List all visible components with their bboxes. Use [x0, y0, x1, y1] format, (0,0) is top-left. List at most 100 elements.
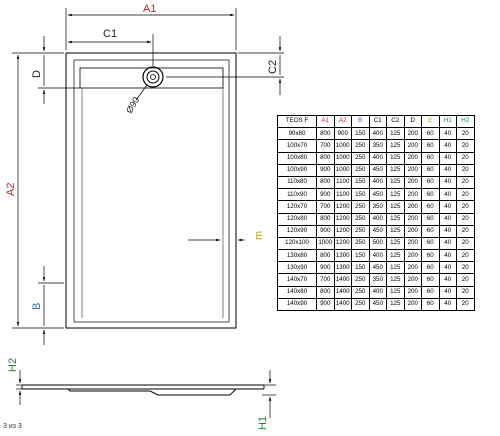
- table-cell: 125: [386, 200, 405, 214]
- table-cell: 40: [438, 224, 457, 238]
- page-indicator: 3 из 3: [3, 423, 22, 430]
- table-cell: 250: [351, 163, 370, 177]
- dimension-b: [38, 266, 64, 345]
- table-cell: 20: [456, 151, 475, 165]
- table-cell: 40: [438, 273, 457, 287]
- table-cell: 40: [438, 175, 457, 190]
- table-cell: 900: [316, 297, 335, 312]
- dimension-h1: [262, 370, 276, 418]
- label-c2: C2: [267, 60, 279, 74]
- table-cell: 40: [438, 127, 457, 141]
- table-cell: 20: [456, 175, 475, 190]
- tray-side-profile: [21, 384, 265, 396]
- table-cell: 1200: [333, 236, 352, 251]
- table-cell: 40: [438, 236, 457, 251]
- table-cell: 20: [456, 188, 475, 202]
- table-cell: 1100: [333, 175, 352, 190]
- header-a1: A1: [316, 114, 335, 129]
- table-cell: 60: [421, 200, 440, 214]
- table-cell: 200: [403, 249, 422, 263]
- table-cell-model: 130x90: [277, 261, 317, 275]
- table-cell: 20: [456, 261, 475, 275]
- table-cell: 125: [386, 127, 405, 141]
- table-cell: 40: [438, 285, 457, 299]
- table-cell: 450: [368, 261, 387, 275]
- table-cell-model: 130x80: [277, 249, 317, 263]
- table-cell-model: 140x80: [277, 285, 317, 299]
- table-cell: 1300: [333, 261, 352, 275]
- table-cell: 60: [421, 175, 440, 190]
- table-cell: 40: [438, 139, 457, 153]
- table-cell: 200: [403, 200, 422, 214]
- table-cell: 450: [368, 188, 387, 202]
- table-cell: 125: [386, 236, 405, 251]
- table-cell: 40: [438, 261, 457, 275]
- table-cell: 150: [351, 188, 370, 202]
- table-cell: 20: [456, 285, 475, 299]
- table-cell: 1000: [333, 151, 352, 165]
- table-cell: 250: [351, 285, 370, 299]
- table-cell: 200: [403, 175, 422, 190]
- table-cell: 200: [403, 139, 422, 153]
- table-cell: 125: [386, 249, 405, 263]
- table-cell-model: 110x80: [277, 175, 317, 190]
- table-cell: 250: [351, 297, 370, 312]
- table-cell: 40: [438, 249, 457, 263]
- table-cell: 125: [386, 139, 405, 153]
- table-cell: 125: [386, 175, 405, 190]
- table-cell: 60: [421, 285, 440, 299]
- table-cell: 60: [421, 297, 440, 312]
- table-cell-model: 140x70: [277, 273, 317, 287]
- table-cell: 1300: [333, 249, 352, 263]
- table-cell: 20: [456, 127, 475, 141]
- table-cell: 250: [351, 224, 370, 238]
- table-cell: 20: [456, 212, 475, 226]
- header-a2: A2: [333, 114, 352, 129]
- table-cell: 350: [368, 200, 387, 214]
- label-b: B: [31, 303, 43, 310]
- table-cell: 20: [456, 297, 475, 312]
- table-cell: 40: [438, 151, 457, 165]
- table-cell: 20: [456, 224, 475, 238]
- table-cell-model: 100x80: [277, 151, 317, 165]
- table-cell: 1400: [333, 297, 352, 312]
- table-cell: 800: [316, 285, 335, 299]
- table-cell: 800: [316, 249, 335, 263]
- label-h1: H1: [257, 416, 269, 430]
- table-cell: 700: [316, 139, 335, 153]
- table-cell-model: 90x80: [277, 127, 317, 141]
- header-c1: C1: [368, 114, 387, 129]
- table-cell: 60: [421, 139, 440, 153]
- table-cell-model: 100x70: [277, 139, 317, 153]
- label-d: D: [31, 70, 43, 78]
- table-cell: 350: [368, 273, 387, 287]
- dimension-c1: [67, 34, 154, 66]
- table-cell: 150: [351, 261, 370, 275]
- table-cell: 200: [403, 163, 422, 177]
- table-cell: 40: [438, 163, 457, 177]
- label-a2: A2: [5, 183, 17, 196]
- table-cell: 125: [386, 273, 405, 287]
- table-cell: 20: [456, 273, 475, 287]
- table-cell: 125: [386, 212, 405, 226]
- header-e: E: [421, 114, 440, 129]
- table-cell: 700: [316, 200, 335, 214]
- label-m: m: [253, 231, 265, 240]
- table-cell-model: 120x70: [277, 200, 317, 214]
- table-cell: 400: [368, 127, 387, 141]
- label-diameter: Ø90: [124, 95, 141, 115]
- label-h2: H2: [7, 358, 19, 372]
